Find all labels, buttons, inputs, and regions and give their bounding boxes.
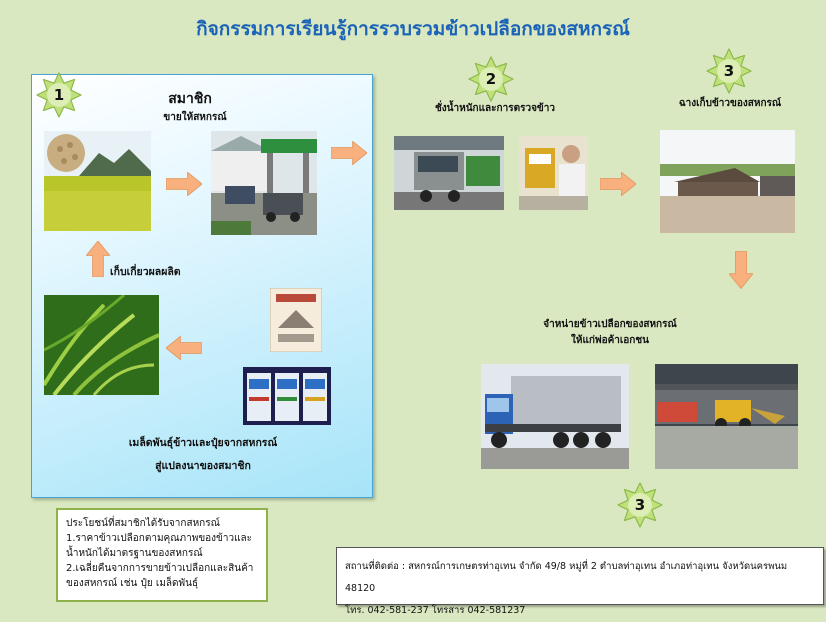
- cargo-truck-photo: [481, 364, 629, 469]
- arrow-down-icon: [729, 251, 753, 289]
- page-title: กิจกรรมการเรียนรู้การรวบรวมข้าวเปลือกของ…: [196, 18, 630, 40]
- benefit-item-2-line1: 2.เฉลี่ยคืนจากการขายข้าวเปลือกและสินค้า: [66, 563, 254, 574]
- rice-plant-photo: [44, 295, 159, 395]
- seed-bag-photo: [270, 288, 322, 352]
- step-badge-1: 1: [36, 72, 82, 118]
- step-badge-3: 3: [706, 48, 752, 94]
- address-line: สถานที่ติดต่อ : สหกรณ์การเกษตรท่าอุเทน จ…: [345, 561, 788, 594]
- benefits-heading: ประโยชน์ที่สมาชิกได้รับจากสหกรณ์: [66, 518, 220, 529]
- member-heading: สมาชิก: [168, 91, 212, 107]
- harvest-label: เก็บเกี่ยวผลผลิต: [110, 266, 181, 278]
- arrow-right-icon: [600, 172, 636, 196]
- rice-field-photo: [44, 131, 151, 231]
- phone-fax-line: โทร. 042-581-237 โทรสาร 042-581237: [345, 605, 526, 616]
- benefits-box: ประโยชน์ที่สมาชิกได้รับจากสหกรณ์ 1.ราคาข…: [56, 508, 268, 602]
- seed-fertilizer-label: เมล็ดพันธุ์ข้าวและปุ๋ยจากสหกรณ์: [128, 437, 278, 449]
- benefit-item-1-line1: 1.ราคาข้าวเปลือกตามคุณภาพของข้าวและ: [66, 533, 253, 544]
- contact-address-box: สถานที่ติดต่อ : สหกรณ์การเกษตรท่าอุเทน จ…: [336, 547, 824, 616]
- arrow-left-icon: [166, 336, 202, 360]
- fertilizer-bags-photo: [243, 367, 331, 425]
- rice-barn-photo: [660, 130, 795, 233]
- step-badge-3b: 3: [617, 482, 663, 528]
- benefit-item-2-line2: ของสหกรณ์ เช่น ปุ๋ย เมล็ดพันธุ์: [66, 578, 199, 589]
- arrow-right-icon: [331, 141, 367, 165]
- weighing-label: ชั่งน้ำหนักและการตรวจข้าว: [435, 103, 555, 114]
- sell-label: ขายให้สหกรณ์: [163, 112, 227, 123]
- selling-label: จำหน่ายข้าวเปลือกของสหกรณ์: [543, 319, 677, 330]
- loader-warehouse-photo: [655, 364, 798, 469]
- arrow-up-icon: [86, 241, 110, 277]
- to-merchants-label: ให้แก่พ่อค้าเอกชน: [571, 335, 649, 346]
- rice-inspection-photo: [519, 136, 588, 210]
- benefit-item-1-line2: น้ำหนักได้มาตรฐานของสหกรณ์: [66, 548, 203, 559]
- cooperative-front-photo: [211, 131, 317, 235]
- storage-label: ฉางเก็บข้าวของสหกรณ์: [678, 98, 782, 109]
- to-members-field-label: สู่แปลงนาของสมาชิก: [155, 460, 251, 472]
- step-badge-2: 2: [468, 56, 514, 102]
- arrow-right-icon: [166, 172, 202, 196]
- truck-scale-photo: [394, 136, 504, 210]
